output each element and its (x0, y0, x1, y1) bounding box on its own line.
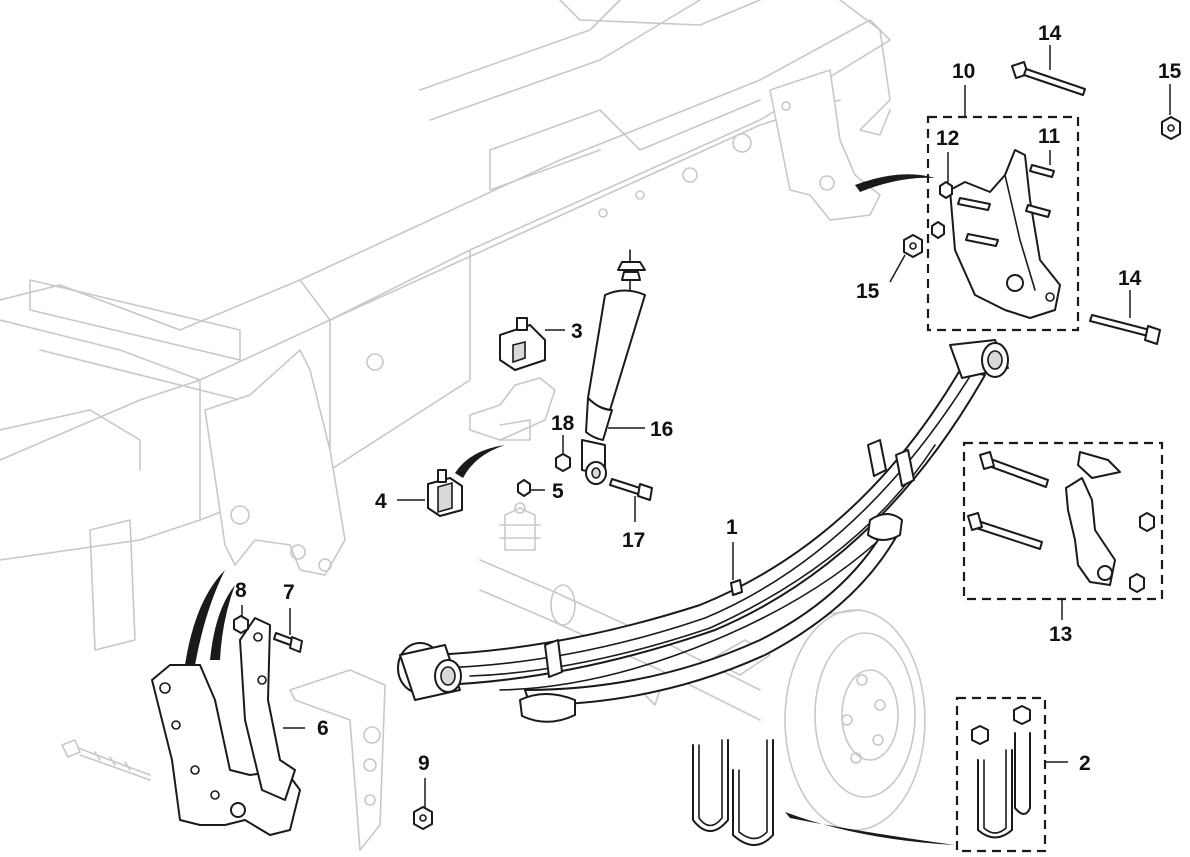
callout-15-lower: 15 (856, 280, 880, 303)
nut-part-15-upper (1161, 116, 1181, 140)
callout-14-upper: 14 (1038, 22, 1062, 45)
callout-7: 7 (283, 581, 295, 604)
nut-part-15-lower (903, 234, 923, 258)
bumper-part-3 (499, 317, 546, 371)
callout-2: 2 (1079, 752, 1091, 775)
bump-stop-part-4 (427, 469, 463, 517)
callout-9: 9 (418, 752, 430, 775)
bolt-part-14-lower (1089, 314, 1161, 345)
swoosh-6a (185, 570, 225, 665)
callout-16: 16 (650, 418, 673, 441)
callout-13: 13 (1049, 623, 1072, 646)
ghosted-frame (0, 0, 926, 851)
callout-18: 18 (551, 412, 575, 435)
callout-4: 4 (375, 490, 387, 513)
bolt-part-14-upper (1011, 61, 1086, 96)
nut-part-8 (233, 615, 249, 634)
shackle-kit-part-13 (962, 441, 1164, 601)
callout-3: 3 (571, 320, 583, 343)
rear-hanger-kit-part-10 (926, 115, 1080, 332)
callout-6: 6 (317, 717, 329, 740)
callout-1: 1 (726, 516, 738, 539)
callout-8: 8 (235, 579, 247, 602)
swoosh-indicators (185, 174, 955, 845)
nut-part-18 (555, 453, 571, 472)
swoosh-2 (785, 812, 955, 845)
bolt-part-7 (273, 632, 303, 653)
swoosh-4 (455, 445, 505, 478)
swoosh-10 (855, 174, 935, 192)
callout-5: 5 (552, 480, 564, 503)
callout-14-lower: 14 (1118, 267, 1142, 290)
callout-17: 17 (622, 529, 645, 552)
callout-10: 10 (952, 60, 975, 83)
shock-absorber-part-16 (581, 249, 646, 485)
nut-part-5 (517, 479, 531, 497)
callout-15-upper: 15 (1158, 60, 1182, 83)
leaf-spring-part-1 (397, 339, 1009, 723)
callout-labels: 1 2 3 4 5 6 7 8 9 10 11 12 13 14 14 15 1… (235, 22, 1182, 775)
callout-12: 12 (936, 127, 959, 150)
nut-part-9 (413, 806, 433, 830)
bolt-part-17 (609, 478, 653, 501)
u-bolt-kit-part-2 (692, 696, 1047, 853)
hanger-bracket-part-6 (151, 617, 301, 836)
swoosh-6b (210, 585, 235, 660)
leader-lines (241, 45, 1171, 808)
callout-11: 11 (1038, 125, 1061, 148)
